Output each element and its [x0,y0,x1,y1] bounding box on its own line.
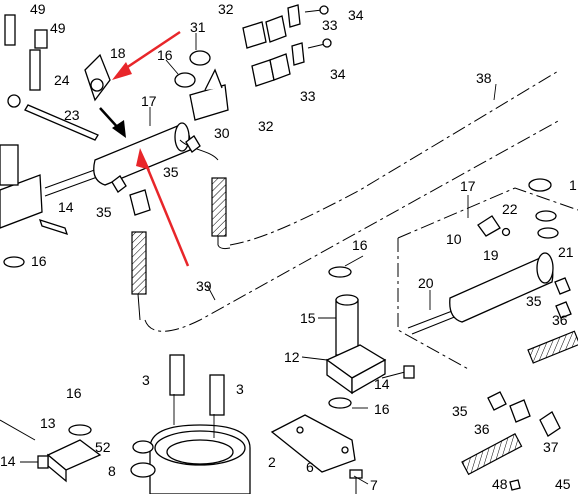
blocks-32-33 [242,4,305,87]
hose-routing-39 [144,119,561,332]
bracket-13 [46,439,102,483]
hoses-left [131,139,231,321]
callout-16e: 16 [66,385,82,401]
callout-16d: 16 [374,401,390,417]
callout-13: 13 [40,415,56,431]
callout-12: 12 [284,349,300,365]
callout-18: 18 [110,45,126,61]
callout-48: 48 [492,476,508,492]
callout-52: 52 [95,439,111,455]
bolt-14-lower [0,419,49,469]
sub-assembly-box [397,187,578,371]
bracket-10-19 [477,215,511,237]
callout-39: 39 [196,278,212,294]
callout-49b: 49 [50,20,66,36]
callout-8: 8 [108,463,116,479]
washers-52-8 [3,256,156,478]
housing-2 [149,424,251,494]
plates-3 [169,354,225,416]
callout-20: 20 [418,275,434,291]
pin-15 [335,294,359,356]
callout-38: 38 [476,70,492,86]
callout-3b: 3 [236,381,244,397]
bolts-34 [304,5,332,49]
callout-22: 22 [502,201,518,217]
callout-6: 6 [306,459,314,475]
callout-34a: 34 [348,7,364,23]
callout-35c: 35 [526,293,542,309]
callout-10: 10 [446,231,462,247]
callout-35a: 35 [163,164,179,180]
callout-35b: 35 [96,204,112,220]
callout-23: 23 [64,107,80,123]
bracket-18 [84,53,111,102]
callout-31: 31 [190,19,206,35]
callout-33a: 33 [322,17,338,33]
red-arrow-lower [136,148,190,267]
callout-1: 1 [569,177,577,193]
bolt-14-right [381,365,415,379]
callout-34b: 34 [330,66,346,82]
callout-15: 15 [300,310,316,326]
callout-36b: 36 [474,421,490,437]
callout-35d: 35 [452,403,468,419]
callout-14a: 14 [58,199,74,215]
callout-37: 37 [543,439,559,455]
washer-16-upper [174,50,211,88]
callout-2: 2 [268,454,276,470]
mount-30 [189,68,229,121]
cylinder-20 [407,252,554,335]
callout-33b: 33 [300,88,316,104]
clevis-12 [325,344,387,395]
callout-30: 30 [214,125,230,141]
leader-lines [149,33,497,485]
rod-23 [7,94,99,141]
callout-16b: 16 [31,253,47,269]
callout-17b: 17 [460,178,476,194]
red-arrow-upper [112,30,181,80]
fitting-24-49 [4,14,48,91]
bolt-7 [349,469,363,494]
callout-16a: 16 [157,47,173,63]
plate-6 [270,414,356,473]
hoses-right [461,277,578,491]
callout-32a: 32 [218,1,234,17]
callout-24: 24 [54,72,70,88]
black-arrow [99,107,126,138]
callout-17a: 17 [141,93,157,109]
snap-rings-16 [328,178,559,409]
callout-14c: 14 [0,453,16,469]
callout-36a: 36 [552,312,568,328]
callout-32b: 32 [258,118,274,134]
fittings-35-upper [111,135,201,216]
callout-3a: 3 [142,372,150,388]
callout-19: 19 [483,247,499,263]
hose-routing-38 [229,69,561,246]
callout-16c: 16 [352,237,368,253]
callout-21: 21 [558,244,574,260]
callout-45: 45 [555,476,571,492]
callout-7: 7 [370,477,378,493]
bracket-left-14 [0,144,69,236]
callout-14b: 14 [374,376,390,392]
callout-49a: 49 [30,1,46,17]
